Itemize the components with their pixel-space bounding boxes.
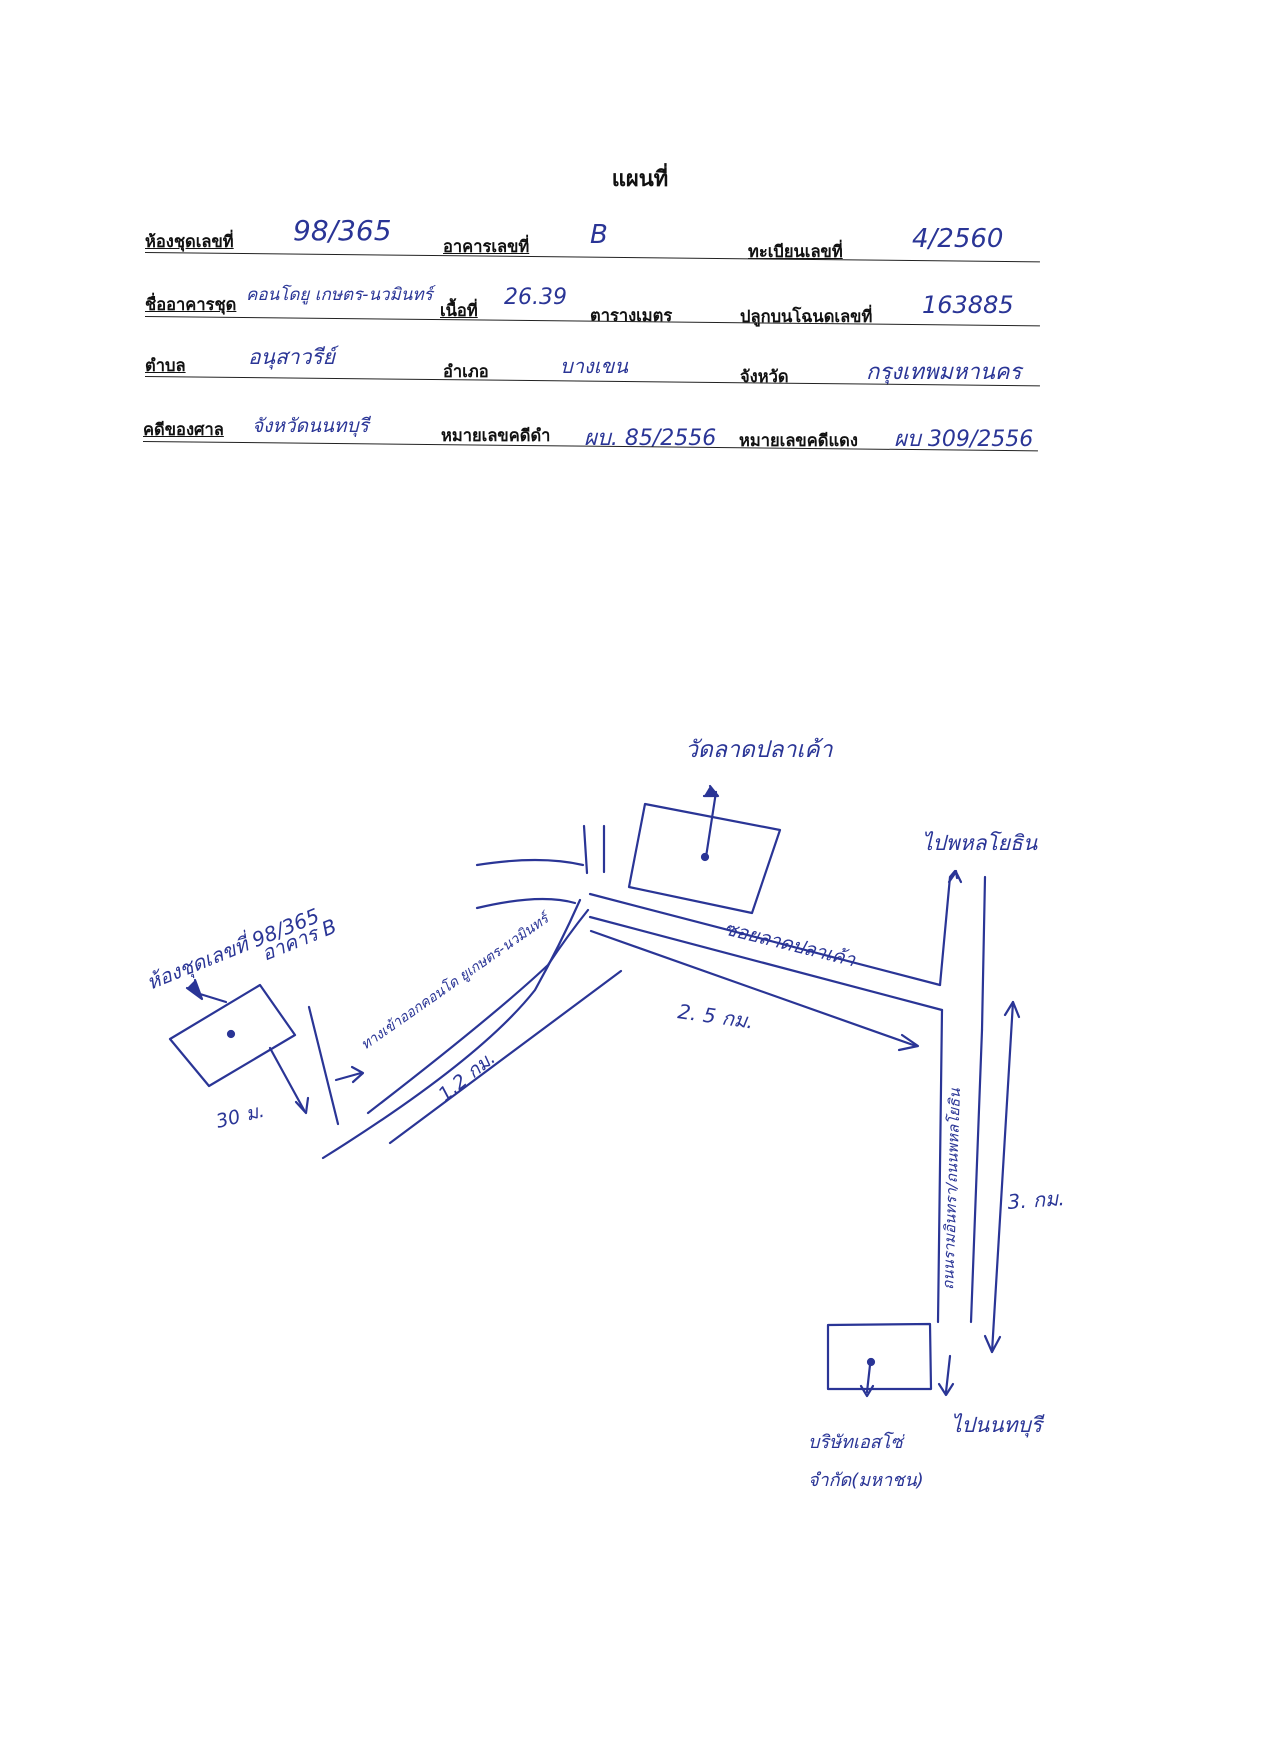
temple-marker-arrow — [702, 784, 720, 798]
subdistrict-label: ตำบล — [145, 356, 186, 375]
distance-3km-arrow-bottom — [983, 1334, 1002, 1354]
map-landmark-store: บริษัทเอสโซ่ — [808, 1431, 905, 1453]
temple-marker-line — [704, 790, 718, 859]
registration-label: ทะเบียนเลขที่ — [748, 242, 843, 261]
district-label: อำเภอ — [443, 362, 489, 381]
store-marker-line — [865, 1363, 872, 1394]
unit-no-value: 98/365 — [293, 214, 392, 247]
soi-left-edge — [321, 898, 582, 1160]
unit-marker-dot — [226, 1029, 236, 1039]
province-label: จังหวัด — [740, 367, 789, 386]
black-case-value: ผบ. 85/2556 — [584, 426, 717, 451]
area-label: เนื้อที่ — [440, 301, 478, 320]
province-value: กรุงเทพมหานคร — [866, 360, 1022, 385]
entrance-arrow-head — [350, 1065, 365, 1084]
map-to-north: ไปพหลโยธิน — [922, 831, 1038, 855]
store-building-shape — [826, 1322, 933, 1391]
document-title: แผนที่ — [611, 166, 669, 192]
condo-name-value: คอนโดยู เกษตร-นวมินทร์ — [246, 285, 433, 305]
condo-access-line — [307, 1005, 340, 1126]
north-arrow-head — [947, 870, 963, 884]
map-soi-lat-pla-khao: ซอยลาดปลาเค้า — [722, 918, 859, 972]
court-value: จังหวัดนนทบุรี — [252, 415, 369, 437]
unit-marker-line — [198, 992, 228, 1004]
subdistrict-value: อนุสาวรีย์ — [248, 345, 335, 369]
registration-value: 4/2560 — [912, 224, 1004, 254]
junction-line-1 — [582, 824, 589, 875]
soi-right-edge — [366, 908, 590, 1115]
store-marker-dot — [866, 1357, 876, 1367]
court-label: คดีของศาล — [143, 420, 224, 439]
main-road-right-upper — [980, 875, 987, 1032]
map-distance-30m: 30 ม. — [214, 1100, 267, 1133]
unit-building-shape — [168, 983, 297, 1088]
map-landmark-store-sub: จำกัด(มหาชน) — [808, 1470, 924, 1491]
side-road-curve-1 — [475, 858, 585, 867]
distance-2-5km-arrow — [897, 1033, 920, 1052]
unit-no-label: ห้องชุดเลขที่ — [145, 232, 234, 251]
distance-30m-arrow — [294, 1096, 310, 1115]
building-label: อาคารเลขที่ — [443, 237, 530, 256]
building-value: B — [590, 220, 608, 250]
distance-30m-line — [268, 1046, 306, 1112]
store-marker-arrow — [859, 1384, 875, 1398]
south-arrow-head — [937, 1382, 955, 1397]
main-road-left-upper — [938, 869, 957, 987]
title-deed-label: ปลูกบนโฉนดเลขที่ — [740, 307, 873, 326]
district-value: บางเขน — [560, 354, 628, 378]
distance-3km-line — [990, 1000, 1015, 1354]
side-road-curve-2 — [475, 897, 577, 910]
area-unit: ตารางเมตร — [590, 306, 673, 325]
unit-marker-arrow — [185, 978, 204, 1001]
entrance-arrow-shaft — [334, 1071, 363, 1082]
main-road-right-lower — [969, 1028, 984, 1324]
map-distance-3km: 3. กม. — [1007, 1186, 1066, 1214]
soi-lat-pla-khao-bottom — [588, 915, 944, 1012]
area-value: 26.39 — [504, 285, 567, 310]
title-deed-value: 163885 — [922, 291, 1014, 319]
map-condo-entrance: ทางเข้าออกคอนโด ยูเกษตร-นวมินทร์ — [358, 908, 555, 1053]
condo-name-label: ชื่ออาคารชุด — [145, 295, 237, 314]
soi-lat-pla-khao-top — [588, 892, 942, 987]
south-shaft — [944, 1354, 952, 1394]
main-road-left-lower — [936, 1008, 944, 1324]
distance-2-5km-line — [589, 929, 918, 1048]
red-case-label: หมายเลขคดีแดง — [739, 431, 858, 450]
red-case-value: ผบ 309/2556 — [894, 427, 1034, 452]
temple-building-shape — [627, 802, 782, 915]
distance-1-2km-line — [388, 969, 623, 1145]
map-road-vertical: ถนนรามอินทรา/ถนนพหลโยธิน — [939, 1087, 964, 1290]
black-case-label: หมายเลขคดีดำ — [441, 426, 551, 445]
temple-marker-dot — [700, 852, 710, 862]
map-distance-2-5km: 2. 5 กม. — [676, 999, 755, 1033]
map-temple: วัดลาดปลาเค้า — [685, 737, 834, 763]
distance-3km-arrow-top — [1003, 1000, 1021, 1019]
map-to-south: ไปนนทบุรี — [951, 1413, 1045, 1438]
